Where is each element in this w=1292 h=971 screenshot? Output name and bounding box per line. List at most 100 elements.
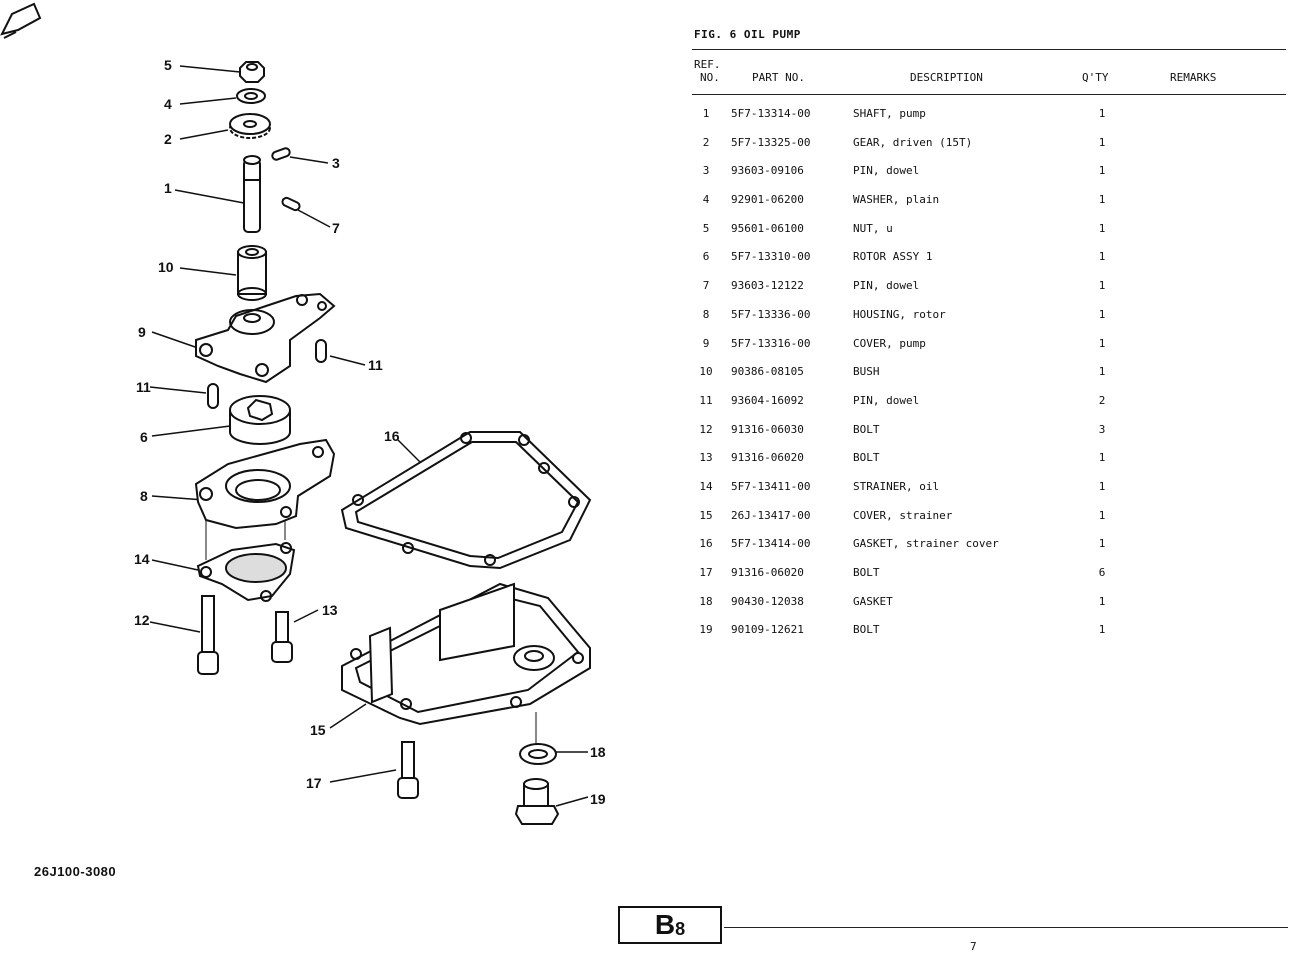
table-row: 8 5F7-13336-00 HOUSING, rotor 1: [694, 308, 1284, 337]
washer-part-4: [236, 88, 266, 104]
description-cell: NUT, u: [853, 221, 893, 235]
bolt-part-17: [397, 741, 419, 799]
strainer-cover-part-15: [341, 582, 591, 726]
section-letter: B: [654, 909, 676, 940]
part-no-cell: 5F7-13411-00: [731, 479, 811, 493]
qty-cell: 1: [1098, 623, 1106, 637]
ref-cell: 17: [699, 566, 713, 579]
ref-cell: 8: [702, 307, 710, 321]
diagram-code: 26J100-3080: [34, 864, 117, 879]
part-no-cell: 5F7-13310-00: [731, 250, 811, 264]
callout-14: 14: [134, 551, 150, 567]
pin-part-11b: [207, 383, 219, 409]
callout-19: 19: [590, 791, 606, 807]
description-cell: BOLT: [853, 451, 880, 465]
header-rule: [692, 94, 1286, 95]
footer-rule: [724, 927, 1288, 928]
part-no-cell: 90109-12621: [731, 623, 804, 637]
bolt-part-13: [271, 611, 293, 663]
callout-4: 4: [164, 96, 172, 112]
callout-12: 12: [134, 612, 150, 628]
description-cell: HOUSING, rotor: [853, 307, 946, 321]
ref-cell: 2: [702, 135, 710, 149]
ref-cell: 18: [699, 594, 713, 608]
gasket-part-18: [519, 743, 557, 765]
qty-cell: 1: [1098, 250, 1106, 264]
table-row: 2 5F7-13325-00 GEAR, driven (15T) 1: [694, 136, 1284, 165]
qty-cell: 1: [1098, 537, 1106, 551]
top-rule: [692, 49, 1286, 50]
ref-cell: 4: [702, 193, 710, 207]
callout-6: 6: [140, 429, 148, 445]
figure-title: FIG. 6 OIL PUMP: [694, 28, 801, 41]
description-cell: GEAR, driven (15T): [853, 135, 973, 149]
description-cell: COVER, pump: [853, 336, 926, 350]
ref-cell: 14: [699, 479, 713, 493]
pin-part-3: [271, 147, 291, 161]
description-cell: WASHER, plain: [853, 193, 940, 207]
description-cell: PIN, dowel: [853, 164, 920, 178]
description-cell: BOLT: [853, 623, 880, 637]
ref-cell: 10: [699, 365, 713, 379]
ref-cell: 12: [699, 422, 713, 436]
ref-cell: 6: [702, 250, 710, 264]
pump-cover-part-9: [195, 292, 336, 384]
part-no-cell: 5F7-13336-00: [731, 307, 811, 321]
qty-cell: 2: [1098, 393, 1106, 407]
qty-cell: 1: [1098, 193, 1106, 207]
bolt-part-12: [197, 595, 219, 675]
qty-cell: 3: [1098, 422, 1106, 436]
callout-11b: 11: [136, 379, 151, 395]
qty-cell: 1: [1098, 336, 1106, 350]
pin-part-7: [281, 196, 301, 212]
part-no-cell: 5F7-13314-00: [731, 107, 811, 120]
qty-cell: 1: [1098, 279, 1106, 293]
ref-cell: 19: [699, 623, 713, 637]
header-part-no: PART NO.: [752, 71, 805, 84]
description-cell: GASKET: [853, 594, 893, 608]
part-no-cell: 5F7-13316-00: [731, 336, 811, 350]
callout-15: 15: [310, 722, 326, 738]
pin-part-11a: [315, 339, 327, 363]
part-no-cell: 93604-16092: [731, 393, 804, 407]
description-cell: COVER, strainer: [853, 508, 953, 522]
part-no-cell: 91316-06030: [731, 422, 804, 436]
description-cell: GASKET, strainer cover: [853, 537, 999, 551]
description-cell: BUSH: [853, 365, 880, 379]
qty-cell: 6: [1098, 566, 1106, 579]
rotor-part-6: [229, 395, 291, 445]
callout-10: 10: [158, 259, 174, 275]
callout-2: 2: [164, 131, 172, 147]
ref-cell: 3: [702, 164, 710, 178]
callout-17: 17: [306, 775, 322, 791]
ref-cell: 7: [702, 279, 710, 293]
fwd-arrow-icon: [0, 2, 42, 39]
qty-cell: 1: [1098, 164, 1106, 178]
header-remarks: REMARKS: [1170, 71, 1217, 84]
page-number: 7: [970, 940, 977, 953]
description-cell: PIN, dowel: [853, 279, 920, 293]
qty-cell: 1: [1098, 307, 1106, 321]
callout-16: 16: [384, 428, 400, 444]
callout-1: 1: [164, 180, 172, 196]
ref-cell: 11: [699, 393, 713, 407]
exploded-parts-diagram: 5 4 2 3 1 7 10 9 11 11 6 16 8 14 12 13 1…: [0, 0, 680, 900]
description-cell: SHAFT, pump: [853, 107, 926, 120]
part-no-cell: 5F7-13325-00: [731, 135, 811, 149]
oil-strainer-part-14: [196, 542, 296, 602]
ref-cell: 13: [699, 451, 713, 465]
table-row: 19 90109-12621 BOLT 1: [694, 623, 1284, 652]
qty-cell: 1: [1098, 107, 1106, 120]
qty-cell: 1: [1098, 135, 1106, 149]
